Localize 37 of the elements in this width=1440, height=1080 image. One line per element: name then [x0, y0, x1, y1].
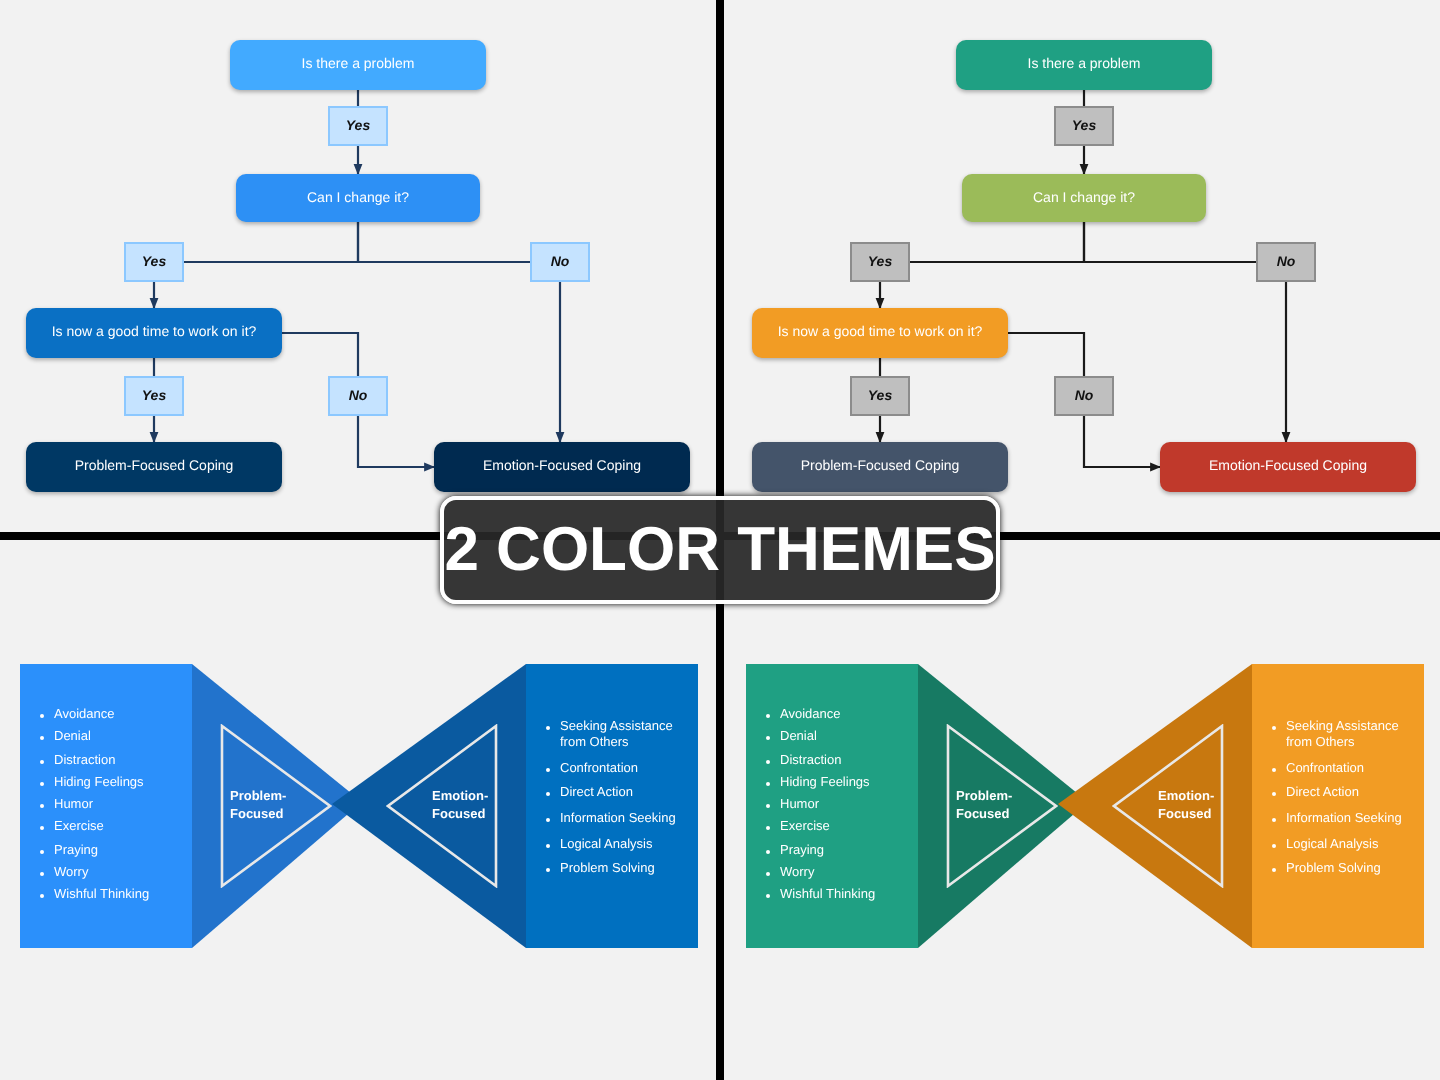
process-box [230, 40, 486, 90]
branch-label-box [1054, 106, 1114, 146]
process-box [26, 442, 282, 492]
connector-arrow [555, 282, 565, 444]
list-panel [746, 664, 918, 948]
connector-arrow [1281, 282, 1291, 444]
process-box [752, 308, 1008, 358]
list-panel [20, 664, 192, 948]
connector-arrow [149, 282, 159, 310]
process-box [962, 174, 1206, 222]
list-panel [526, 664, 698, 948]
branch-label-box [328, 376, 388, 416]
branch-label-box [328, 106, 388, 146]
process-box [236, 174, 480, 222]
connector-arrow [149, 416, 159, 444]
connector-arrow [1082, 416, 1162, 472]
title-banner: 2 COLOR THEMES [440, 496, 1000, 604]
process-box [434, 442, 690, 492]
branch-label-box [124, 376, 184, 416]
branch-label-box [124, 242, 184, 282]
connector-arrow [282, 331, 360, 376]
branch-label-box [1256, 242, 1316, 282]
branch-label-box [1054, 376, 1114, 416]
branch-label-box [530, 242, 590, 282]
branch-label-box [850, 376, 910, 416]
connector-arrow [1079, 146, 1089, 176]
process-box [956, 40, 1212, 90]
connector-arrow [353, 146, 363, 176]
list-panel [1252, 664, 1424, 948]
process-box [1160, 442, 1416, 492]
process-box [752, 442, 1008, 492]
process-box [26, 308, 282, 358]
connector-arrow [875, 282, 885, 310]
connector-arrow [1008, 331, 1086, 376]
branch-label-box [850, 242, 910, 282]
connector-arrow [356, 416, 436, 472]
connector-arrow [875, 416, 885, 444]
